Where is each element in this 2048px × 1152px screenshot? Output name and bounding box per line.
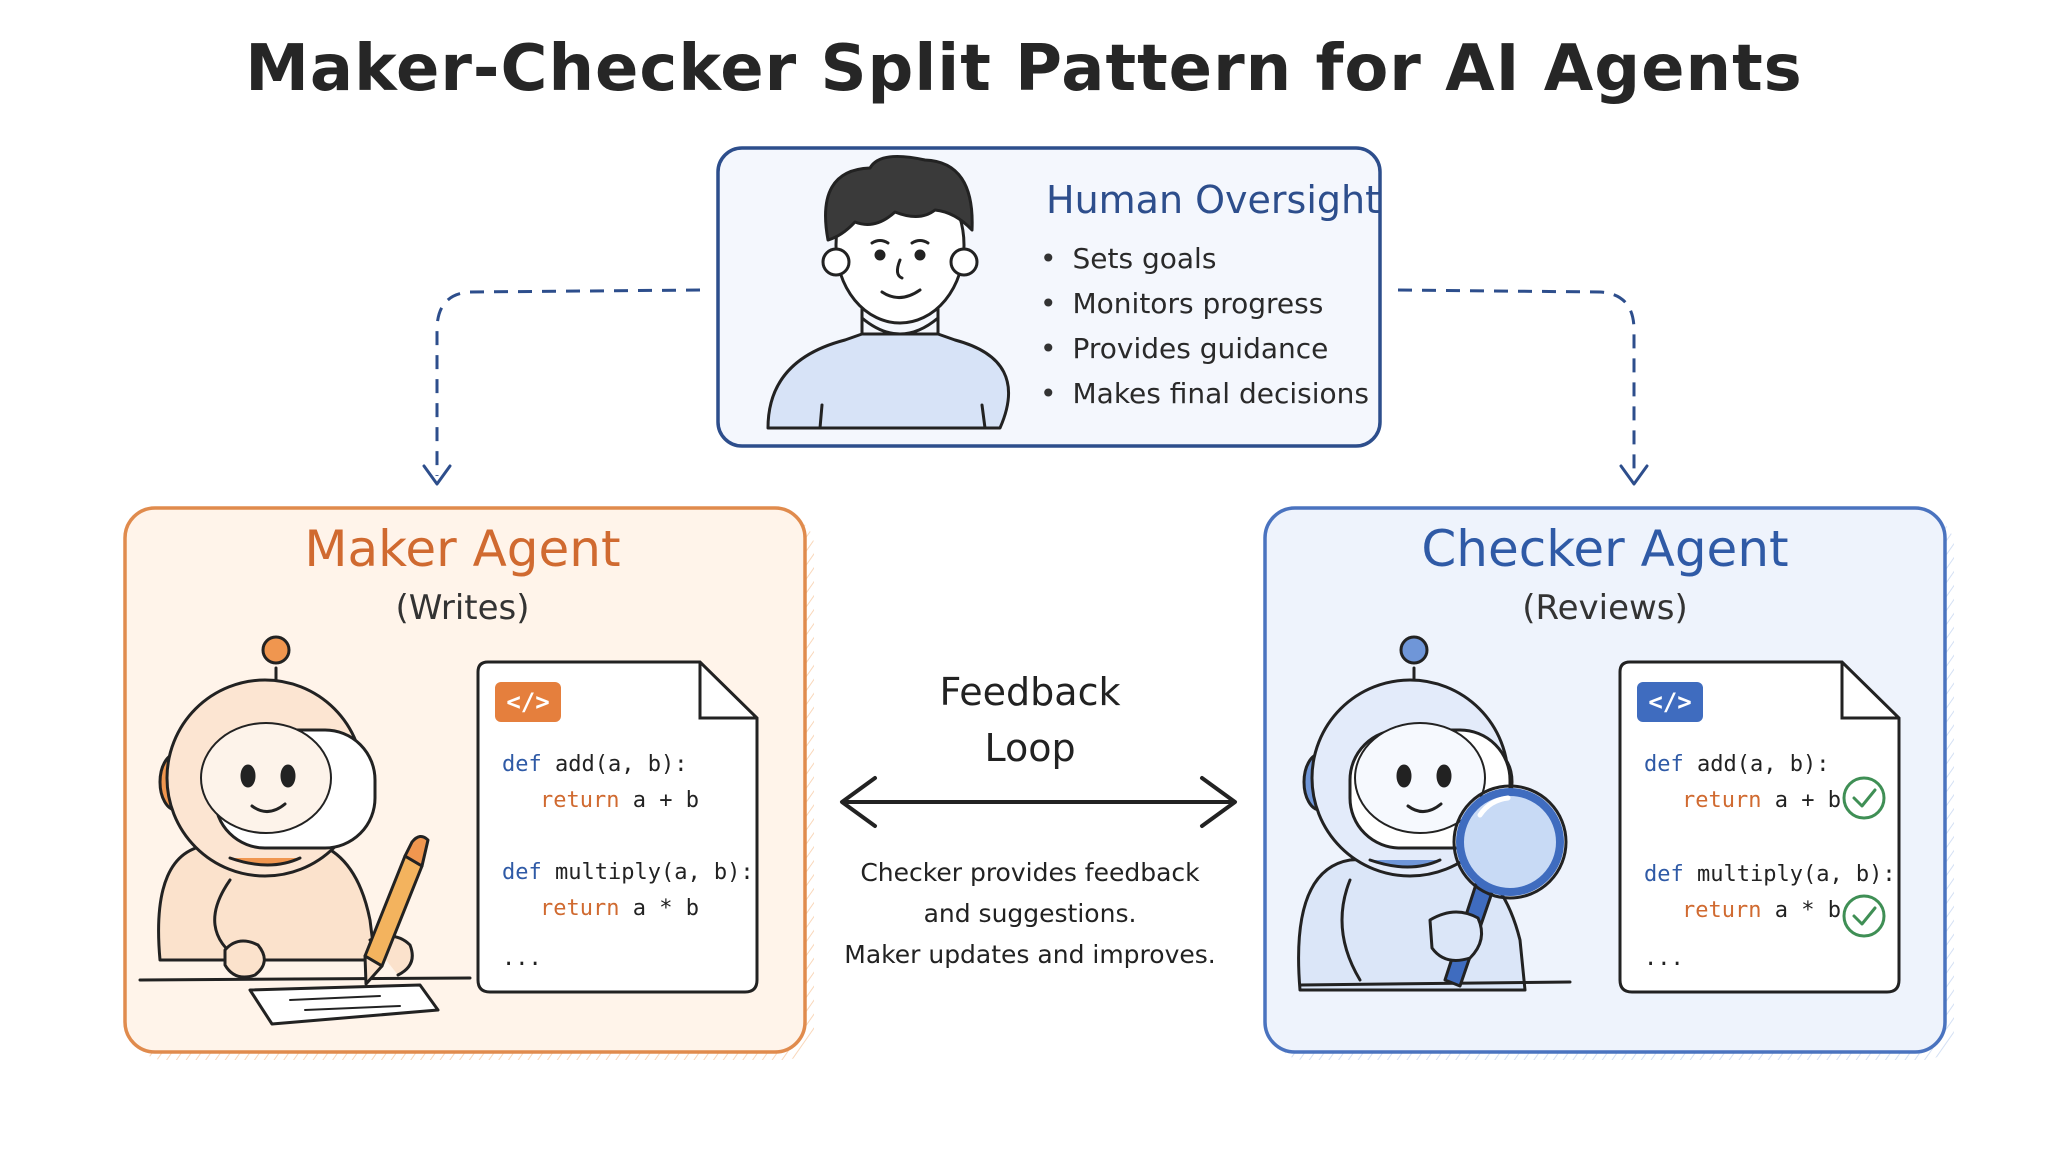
feedback-description-line: and suggestions.	[923, 899, 1137, 928]
maker-code-tag: </>	[506, 688, 550, 716]
feedback-description-line: Checker provides feedback	[860, 858, 1200, 887]
diagram-title: Maker-Checker Split Pattern for AI Agent…	[245, 32, 1803, 106]
arrowhead-down-right-icon	[1619, 464, 1649, 486]
code-ellipsis: ...	[1644, 946, 1684, 971]
maker-agent-subtitle: (Writes)	[395, 588, 530, 628]
code-text: a + b	[619, 788, 699, 813]
bullet-item: Monitors progress	[1040, 281, 1369, 326]
code-text: a + b	[1761, 788, 1841, 813]
code-keyword: return	[1682, 788, 1762, 813]
code-text: add(a, b):	[1683, 752, 1830, 777]
code-line: return a + b	[540, 788, 699, 813]
checker-page-fold-icon	[1840, 662, 1899, 720]
code-ellipsis: ...	[502, 946, 542, 971]
dashed-connector-right	[1397, 288, 1636, 476]
bullet-item: Provides guidance	[1040, 326, 1369, 371]
code-text: multiply(a, b):	[1683, 862, 1896, 887]
maker-robot-icon	[138, 635, 472, 1026]
code-line: def add(a, b):	[1644, 752, 1829, 777]
code-line: return a * b	[540, 896, 699, 921]
checker-code-tag: </>	[1648, 688, 1692, 716]
code-keyword: def	[1644, 752, 1684, 777]
bullet-item: Sets goals	[1040, 236, 1369, 281]
human-oversight-bullets: Sets goals Monitors progress Provides gu…	[1040, 236, 1369, 416]
maker-page-fold-icon	[698, 662, 757, 720]
code-text: multiply(a, b):	[541, 860, 754, 885]
check-circle-icon	[1842, 894, 1886, 938]
dashed-connector-left	[435, 288, 701, 476]
bullet-item: Makes final decisions	[1040, 371, 1369, 416]
code-line: def add(a, b):	[502, 752, 687, 777]
code-line: def multiply(a, b):	[502, 860, 754, 885]
code-text: add(a, b):	[541, 752, 688, 777]
code-keyword: def	[1644, 862, 1684, 887]
code-keyword: def	[502, 752, 542, 777]
magnifying-glass-icon	[1428, 784, 1568, 988]
code-keyword: return	[540, 896, 620, 921]
checker-agent-title: Checker Agent	[1421, 520, 1789, 578]
code-text: a * b	[619, 896, 699, 921]
feedback-loop-title-line: Loop	[984, 726, 1076, 770]
arrowhead-down-left-icon	[422, 464, 452, 486]
code-line: return a * b	[1682, 898, 1841, 923]
check-circle-icon	[1842, 776, 1886, 820]
human-oversight-title: Human Oversight	[1046, 178, 1380, 222]
code-line: return a + b	[1682, 788, 1841, 813]
arrowhead-right-icon	[1200, 776, 1237, 828]
code-text: a * b	[1761, 898, 1841, 923]
person-icon	[766, 154, 1010, 430]
code-keyword: return	[1682, 898, 1762, 923]
arrowhead-left-icon	[840, 776, 877, 828]
checker-agent-subtitle: (Reviews)	[1522, 588, 1688, 628]
maker-code-tag-bg	[495, 682, 561, 722]
feedback-description-line: Maker updates and improves.	[844, 940, 1216, 969]
feedback-loop-title-line: Feedback	[939, 670, 1121, 714]
checker-code-tag-bg	[1637, 682, 1703, 722]
checker-code-document	[1618, 660, 1901, 994]
pencil-icon	[363, 835, 430, 986]
code-keyword: def	[502, 860, 542, 885]
code-line: def multiply(a, b):	[1644, 862, 1896, 887]
maker-code-document	[476, 660, 759, 994]
maker-agent-title: Maker Agent	[304, 520, 621, 578]
code-keyword: return	[540, 788, 620, 813]
